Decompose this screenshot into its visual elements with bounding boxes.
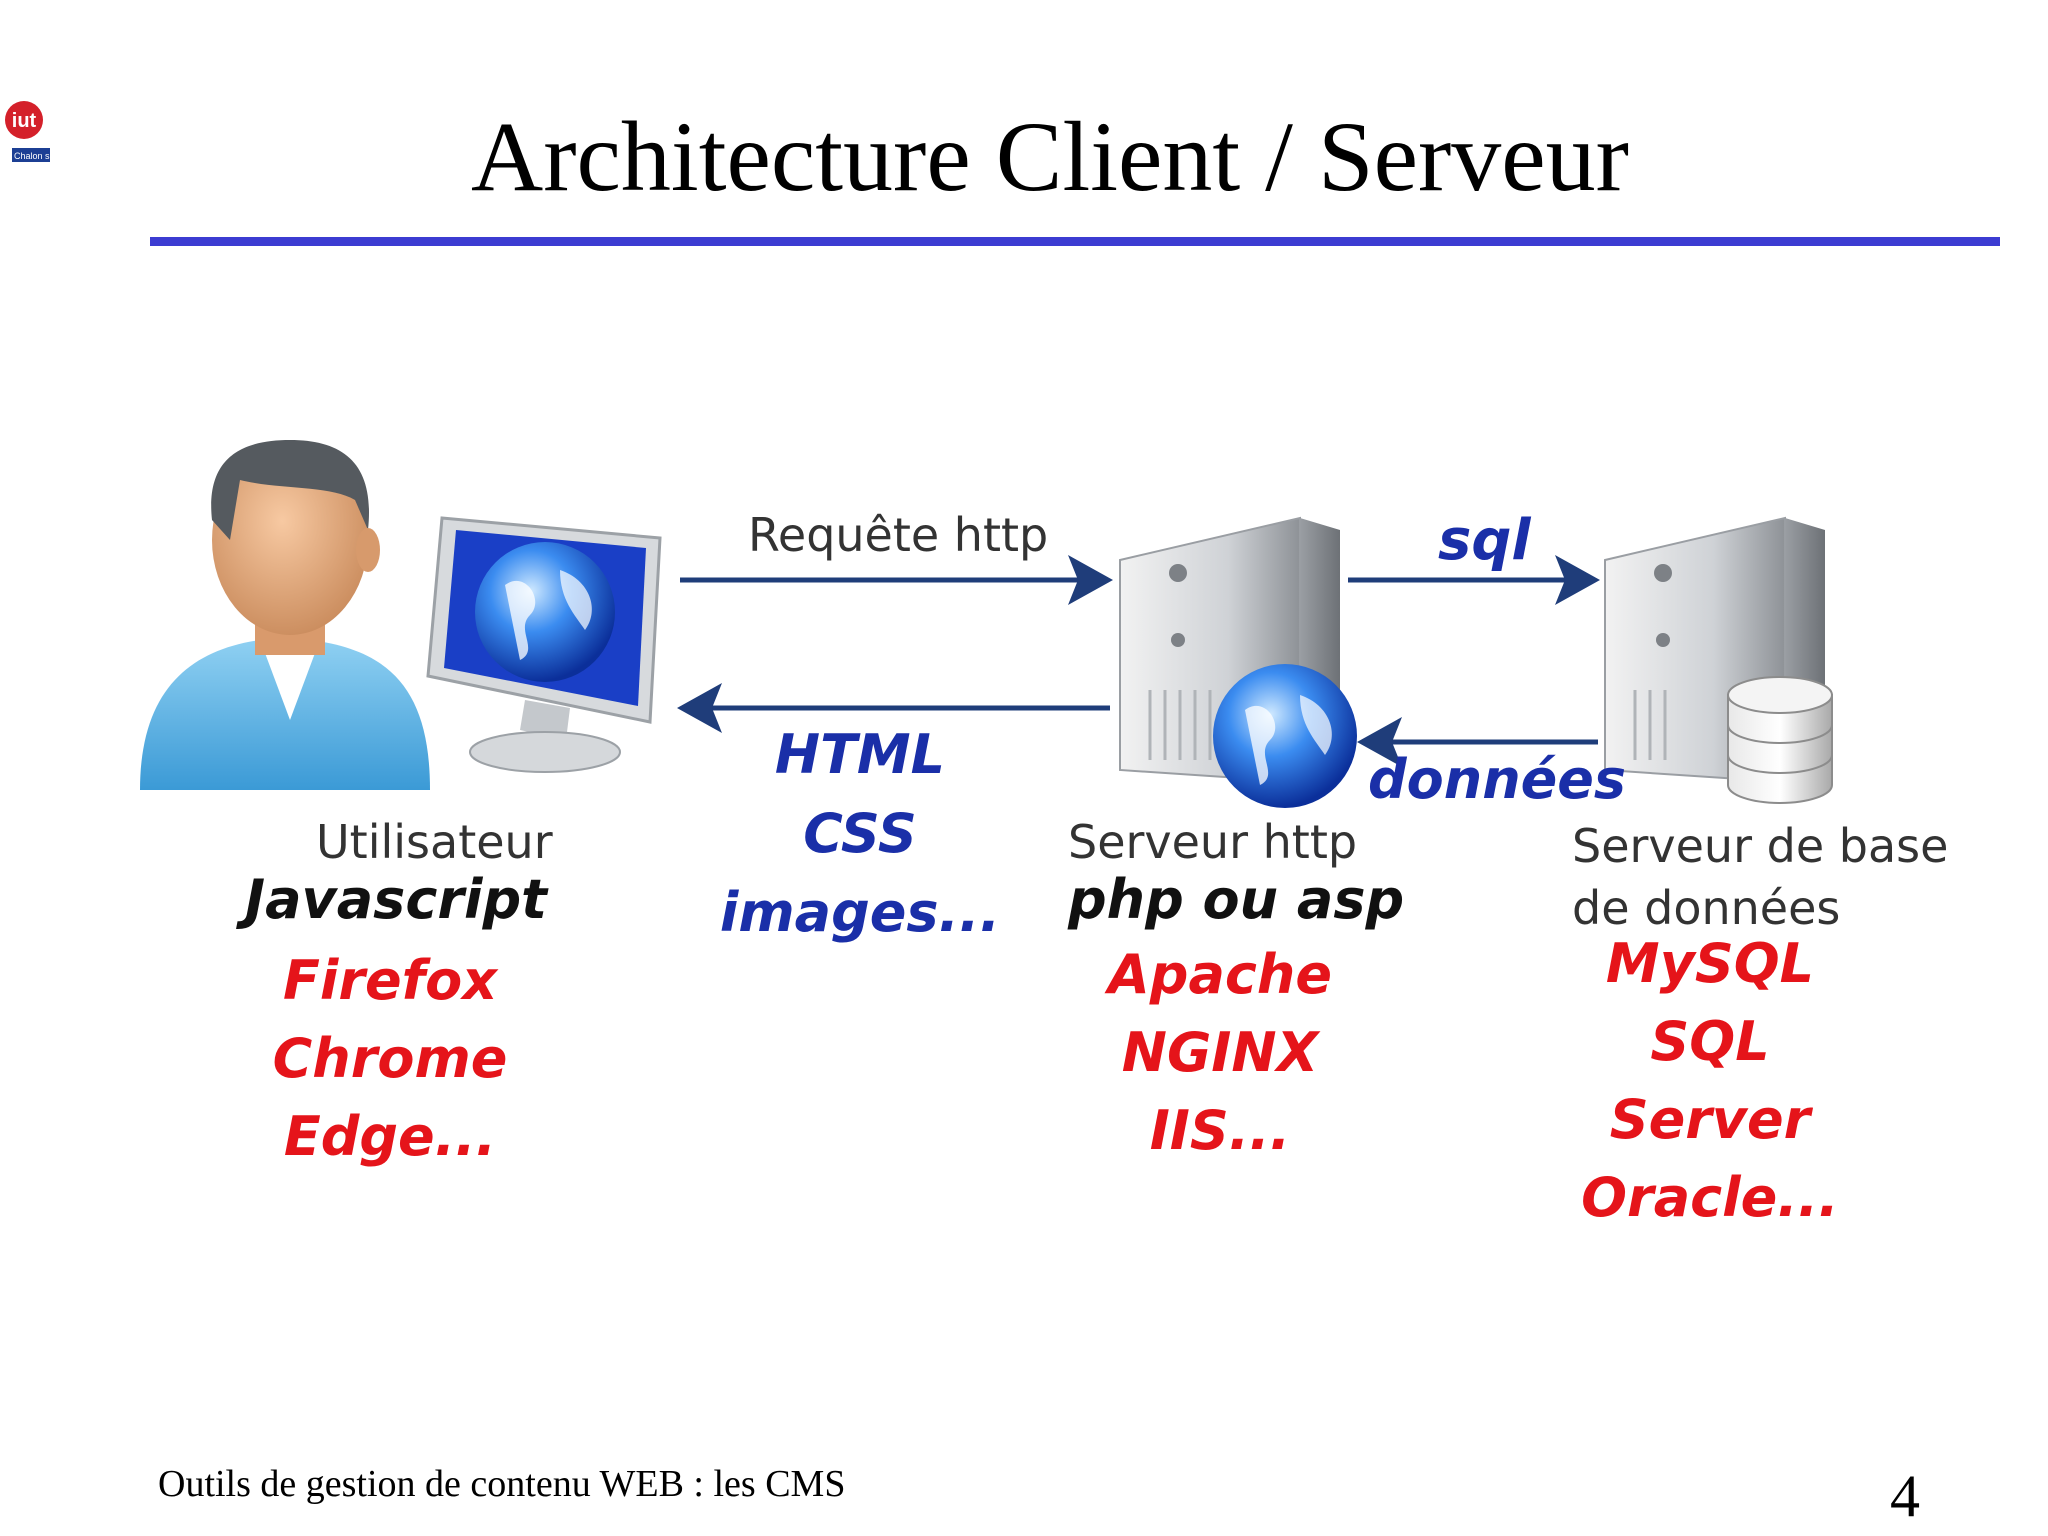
web-server-tech: php ou asp xyxy=(1068,868,1405,931)
database-server-icon xyxy=(1604,516,1833,804)
page-title: Architecture Client / Serveur xyxy=(471,101,1629,212)
response-item: CSS xyxy=(803,802,917,865)
iut-logo: iut Chalon sur Saône xyxy=(5,101,86,162)
logo-subtext: Chalon sur Saône xyxy=(14,151,86,161)
browser-item: Edge... xyxy=(283,1105,497,1168)
browser-item: Firefox xyxy=(282,949,498,1012)
web-server-icon xyxy=(1119,516,1357,808)
client-label: Utilisateur xyxy=(316,815,553,869)
web-server-item: NGINX xyxy=(1121,1021,1319,1084)
globe-icon xyxy=(1213,664,1357,808)
web-server-item: Apache xyxy=(1108,943,1332,1006)
title-underline xyxy=(150,237,2000,246)
logo-text: iut xyxy=(12,110,37,132)
footer-text: Outils de gestion de contenu WEB : les C… xyxy=(158,1463,846,1505)
web-server-item: IIS... xyxy=(1149,1099,1291,1162)
sql-label: sql xyxy=(1438,508,1531,573)
browser-item: Chrome xyxy=(272,1027,508,1090)
client-tech: Javascript xyxy=(245,868,547,931)
web-server-examples: Apache NGINX IIS... xyxy=(1070,936,1370,1170)
db-server-item: Oracle... xyxy=(1581,1166,1839,1229)
web-server-label: Serveur http xyxy=(1068,815,1358,869)
db-server-item: MySQL xyxy=(1605,932,1815,995)
response-item: images... xyxy=(719,881,1001,944)
page-number: 4 xyxy=(1890,1463,1920,1529)
db-server-examples: MySQL SQL Server Oracle... xyxy=(1560,925,1860,1237)
database-cylinder-icon xyxy=(1727,676,1833,804)
response-item: HTML xyxy=(774,723,946,786)
response-content-list: HTML CSS images... xyxy=(710,715,1010,952)
request-label: Requête http xyxy=(748,508,1049,562)
db-server-item: SQL Server xyxy=(1609,1010,1811,1151)
db-server-label: Serveur de base de données xyxy=(1572,819,1949,935)
data-label: données xyxy=(1368,748,1627,811)
computer-monitor-icon xyxy=(426,516,662,773)
user-icon xyxy=(140,440,430,790)
client-examples: Firefox Chrome Edge... xyxy=(240,942,540,1176)
